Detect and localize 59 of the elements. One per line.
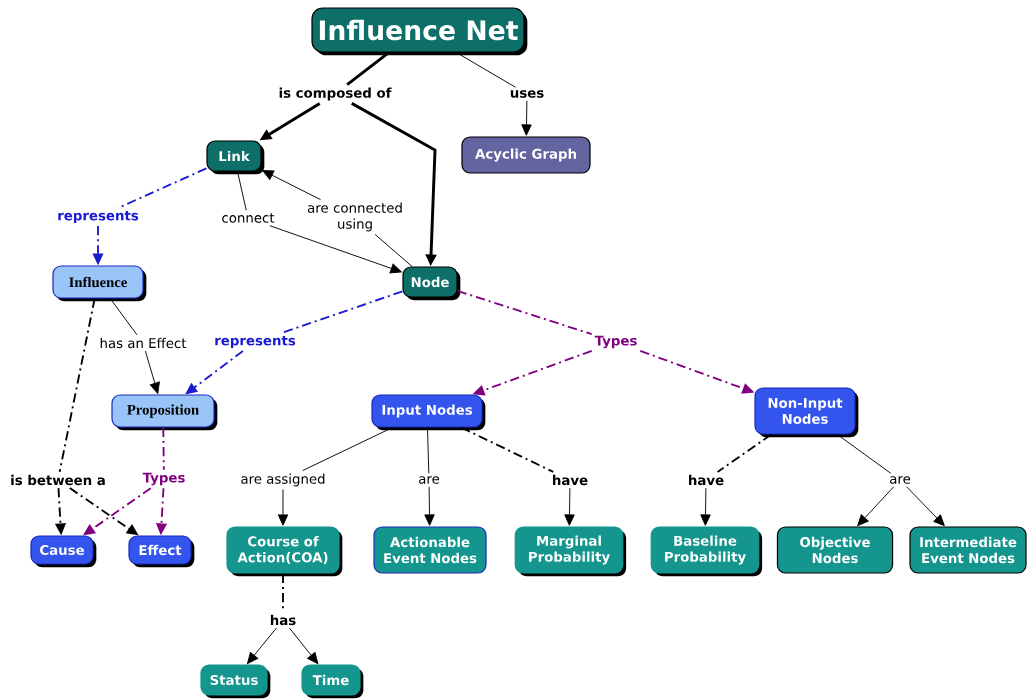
connector — [427, 427, 430, 474]
linking-phrase: has — [267, 612, 299, 628]
concept-box: Link — [206, 140, 265, 175]
concept-box: Actionable Event Nodes — [373, 526, 487, 574]
linking-phrase: are connected using — [303, 199, 407, 235]
connector — [277, 488, 289, 526]
concept-box: Input Nodes — [371, 394, 486, 431]
connector — [564, 487, 575, 526]
connector — [58, 297, 96, 473]
linking-phrase: Types — [139, 470, 189, 488]
concept-box: Proposition — [111, 394, 218, 431]
connector — [289, 627, 319, 664]
connector — [262, 169, 321, 201]
linking-phrase: have — [685, 472, 727, 488]
concept-box: Objective Nodes — [776, 526, 894, 574]
title-box: Influence Net — [311, 7, 528, 56]
linking-phrase: are assigned — [237, 470, 329, 490]
connector — [716, 433, 773, 473]
connector — [424, 486, 435, 526]
connector — [857, 486, 895, 527]
connector — [837, 434, 892, 474]
connector — [906, 486, 945, 527]
concept-box: Course of Action(COA) — [226, 526, 343, 577]
connector — [700, 487, 711, 526]
linking-phrase: connect — [218, 210, 278, 226]
linking-phrase: has an Effect — [96, 335, 190, 351]
connector — [460, 426, 555, 473]
connector — [83, 487, 152, 536]
concept-box: Baseline Probability — [650, 526, 763, 577]
connector — [374, 233, 413, 267]
concept-box: Cause — [30, 535, 97, 568]
concept-box: Node — [402, 266, 461, 301]
linking-phrase: uses — [507, 87, 547, 101]
concept-box: Effect — [128, 535, 195, 568]
linking-phrase: is composed of — [275, 84, 395, 104]
linking-phrase: are — [415, 473, 443, 487]
linking-phrase: are — [886, 473, 914, 487]
linking-phrase: Types — [592, 333, 641, 351]
concept-box: Intermediate Event Nodes — [909, 526, 1027, 574]
connector — [302, 427, 393, 472]
concept-box: Status — [200, 664, 271, 699]
connector — [346, 51, 390, 86]
linking-phrase: represents — [54, 208, 142, 226]
connector — [456, 289, 593, 336]
connector — [144, 350, 160, 394]
connector — [247, 627, 277, 664]
linking-phrase: is between a — [7, 472, 109, 488]
concept-box: Influence — [52, 265, 147, 302]
concept-box: Acyclic Graph — [461, 136, 591, 174]
connector — [109, 298, 138, 336]
connector — [269, 225, 402, 274]
concept-box: Marginal Probability — [514, 526, 627, 577]
linking-phrase: have — [549, 472, 591, 488]
connector — [237, 171, 247, 211]
connector — [162, 426, 165, 471]
concept-box: Time — [301, 664, 364, 699]
linking-phrase: represents — [211, 333, 299, 351]
connector — [521, 100, 532, 136]
concept-box: Non-Input Nodes — [754, 387, 859, 438]
